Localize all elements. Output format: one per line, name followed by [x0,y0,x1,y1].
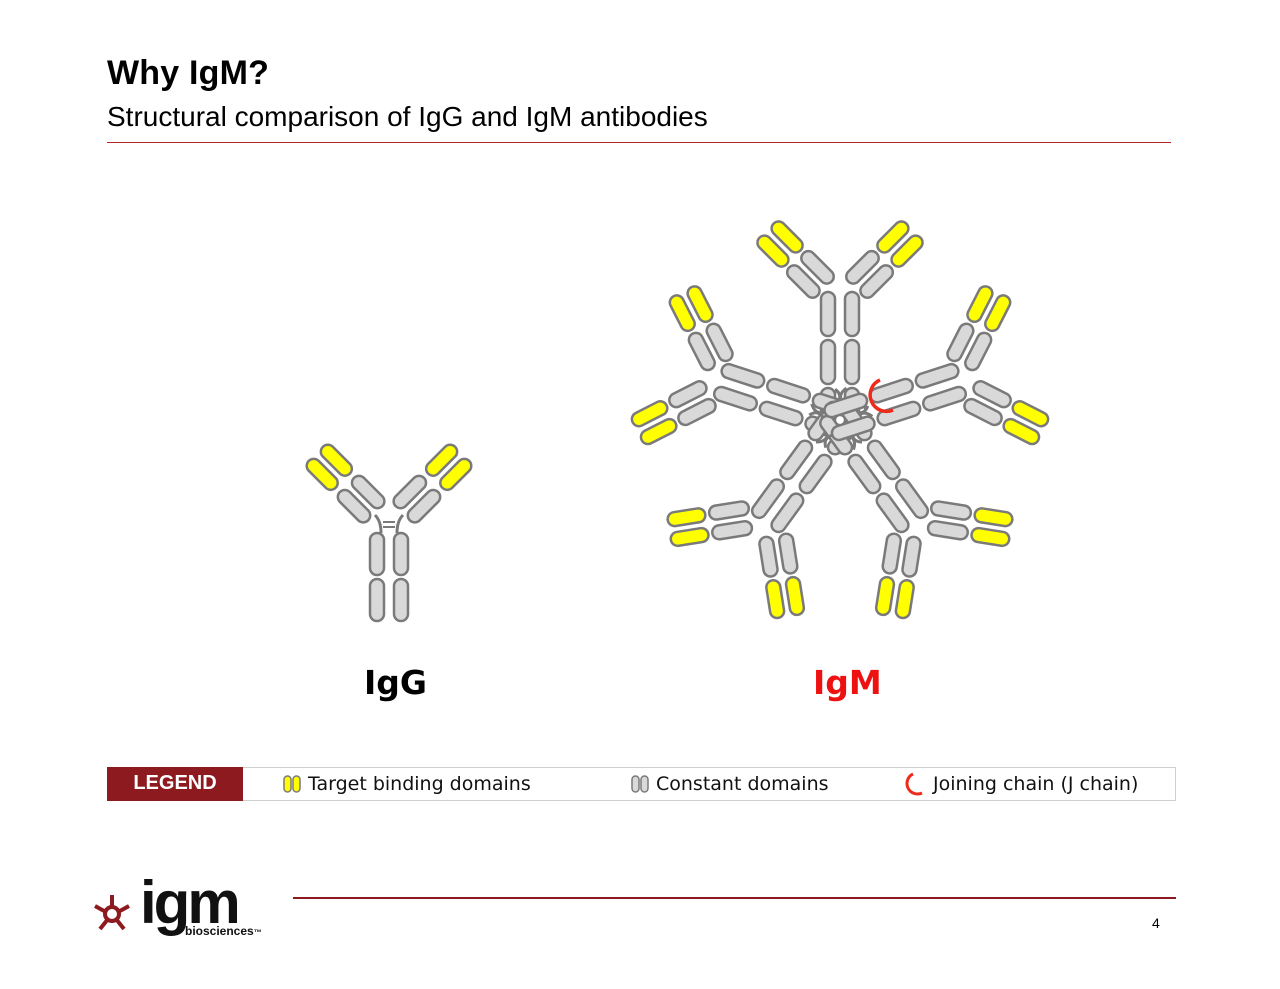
legend-label-target-binding: Target binding domains [308,773,531,795]
legend-label-j-chain: Joining chain (J chain) [933,773,1139,795]
antibody-diagram [302,217,1060,635]
target-binding-domain-icon [283,775,301,793]
igm-structure [620,217,1060,635]
slide-subtitle: Structural comparison of IgG and IgM ant… [107,101,708,132]
igm-biosciences-logo: igm biosciences™ [88,869,288,944]
igg-label: IgG [364,663,427,702]
logo-star-icon [94,895,130,931]
slide-title: Why IgM? [107,54,270,92]
legend-label-constant: Constant domains [656,773,829,795]
j-chain-icon [905,772,923,796]
legend-bar: LEGEND Target binding domains Constant d… [107,766,1176,801]
legend-item-target-binding: Target binding domains [282,771,531,797]
igg-structure [302,440,476,623]
legend-item-j-chain: Joining chain (J chain) [903,771,1138,797]
logo-subtext-word: biosciences [185,924,254,938]
constant-domain-icon [631,775,649,793]
logo-subtext: biosciences™ [185,924,262,938]
j-chain [868,378,894,414]
igm-label: IgM [813,663,882,702]
logo-wordmark: igm [140,869,241,936]
title-divider [107,142,1171,143]
footer-divider [293,897,1176,899]
logo-trademark: ™ [253,928,262,937]
legend-badge: LEGEND [107,766,243,801]
legend-item-constant: Constant domains [630,771,829,797]
page-number: 4 [1152,915,1160,931]
